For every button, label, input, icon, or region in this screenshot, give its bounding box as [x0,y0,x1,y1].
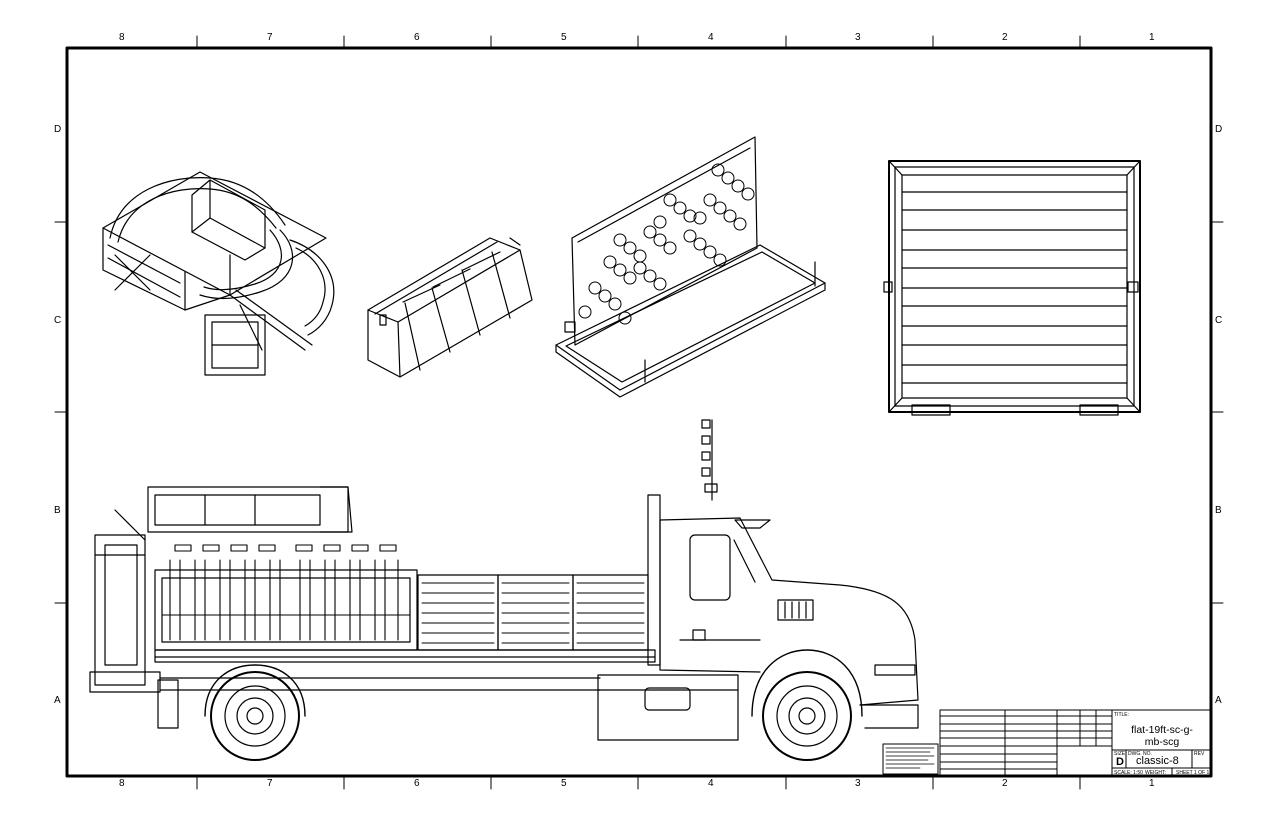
zone-row-label: C [1215,315,1223,326]
rev-label: REV [1194,751,1205,757]
sheet-size: D [1116,756,1124,768]
zone-col-label: 4 [708,32,714,43]
zone-row-label: D [1215,124,1223,135]
drawing-title-line2: mb-scg [1144,736,1180,748]
title-label: TITLE: [1114,712,1130,718]
zone-col-label: 4 [708,778,714,789]
zone-col-label: 5 [561,32,567,43]
truck-side-view [89,419,919,761]
sheet-number: SHEET 1 OF 1 [1176,770,1210,776]
zone-col-label: 1 [1149,32,1155,43]
size-label: SIZE [1114,751,1126,757]
zone-row-label: A [54,695,61,706]
zone-col-label: 7 [267,778,273,789]
zone-col-label: 3 [855,778,861,789]
zone-col-label: 7 [267,32,273,43]
title-block [882,709,1211,777]
drawing-title-line1: flat-19ft-sc-g- [1131,724,1193,736]
zone-row-label: D [54,124,62,135]
drawing-title: flat-19ft-sc-g- mb-scg [1118,724,1206,748]
attenuator-frame-view [102,171,335,376]
zone-col-label: 5 [561,778,567,789]
weight-label: WEIGHT: [1145,770,1166,776]
zone-col-label: 8 [119,778,125,789]
cone-bin-view [367,237,533,378]
roll-up-door-view [883,160,1141,416]
zone-row-label: B [1215,505,1222,516]
zone-col-label: 8 [119,32,125,43]
zone-col-label: 1 [1149,778,1155,789]
drawing-number: classic-8 [1136,755,1179,767]
sheet-border [54,35,1224,790]
zone-row-label: B [54,505,61,516]
zone-col-label: 2 [1002,32,1008,43]
dwg-no-label: DWG. NO. [1128,751,1152,757]
zone-row-label: C [54,315,62,326]
zone-col-label: 2 [1002,778,1008,789]
scale-label: SCALE: 1:50 [1114,770,1143,776]
arrow-board-view [555,136,826,398]
zone-row-label: A [1215,695,1222,706]
zone-col-label: 6 [414,32,420,43]
zone-col-label: 3 [855,32,861,43]
zone-col-label: 6 [414,778,420,789]
